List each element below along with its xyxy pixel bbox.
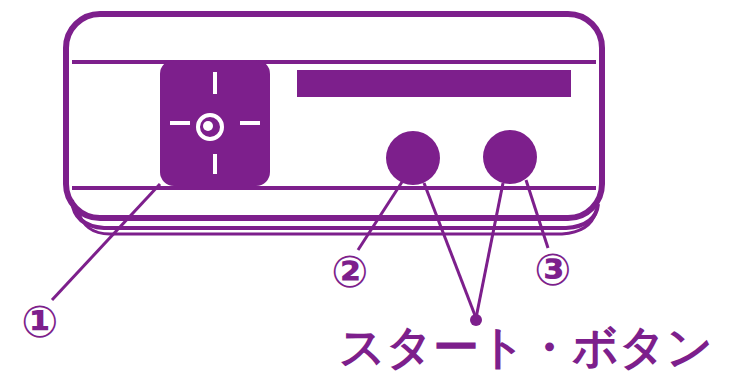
button-right <box>483 130 537 184</box>
leader-line <box>476 183 503 318</box>
slot-bar <box>297 70 571 97</box>
controller-body <box>66 14 602 218</box>
callout-number: ① <box>21 300 58 344</box>
callout-number: ② <box>331 250 368 294</box>
leader-line <box>52 184 160 300</box>
part-name: スタート・ボタン <box>339 324 713 370</box>
leader-line <box>526 180 548 248</box>
leader-line <box>424 183 476 318</box>
leader-line <box>358 182 402 250</box>
callout-number: ③ <box>534 248 571 292</box>
button-left <box>386 131 440 185</box>
d-pad <box>160 60 270 186</box>
